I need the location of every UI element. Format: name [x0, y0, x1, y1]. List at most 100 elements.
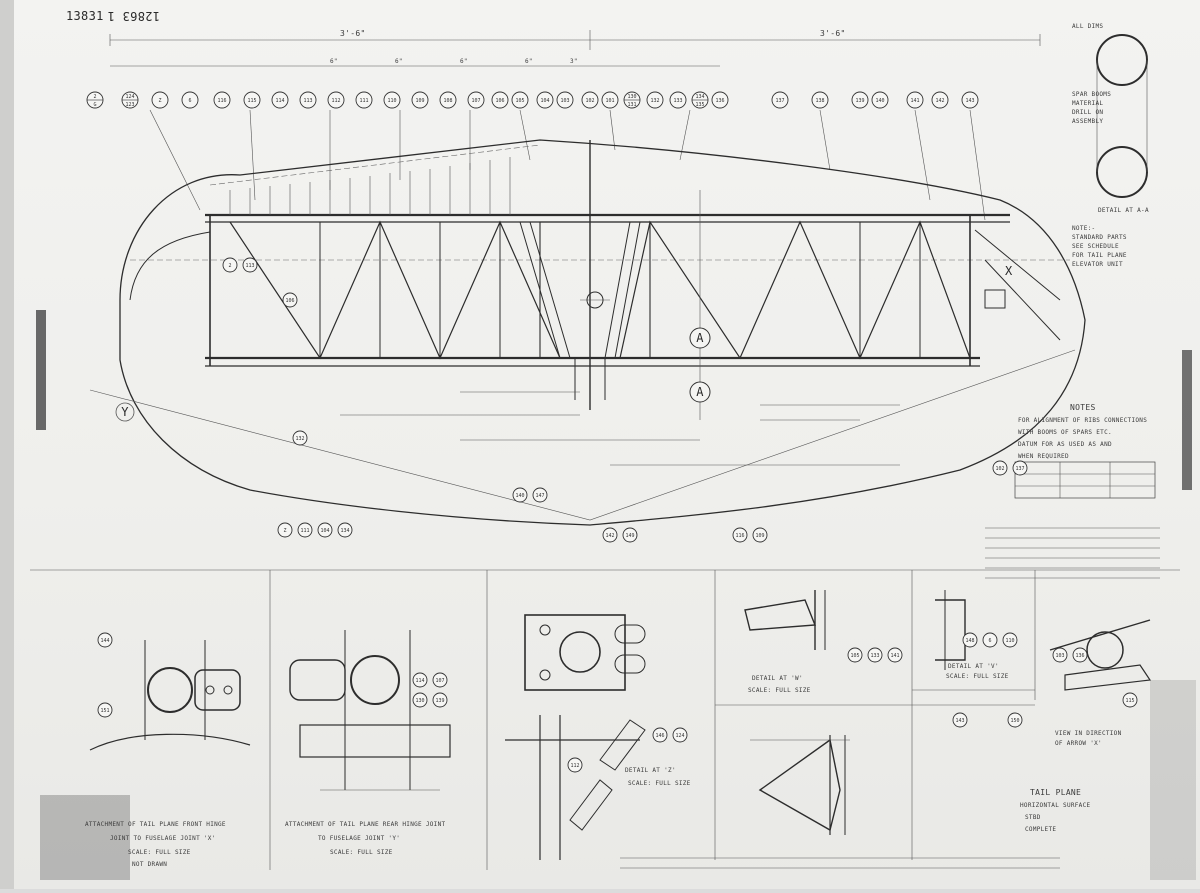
svg-text:ALL DIMS: ALL DIMS: [1072, 23, 1103, 30]
part-balloon: 105: [511, 91, 529, 109]
view-x-caption-2: OF ARROW 'X': [1055, 740, 1102, 747]
svg-text:SEE SCHEDULE: SEE SCHEDULE: [1072, 243, 1119, 250]
part-balloon-label: 112: [331, 98, 340, 104]
detail-balloon-label: 105: [850, 653, 859, 659]
part-balloon: 136: [711, 91, 729, 109]
detail-balloon-label: 116: [735, 533, 744, 539]
detail-balloon-label: 132: [295, 436, 304, 442]
detail-balloon-label: 134: [340, 528, 349, 534]
part-balloon-label: 114: [275, 98, 284, 104]
part-balloon-label: 139: [855, 98, 864, 104]
part-balloon: 101: [601, 91, 619, 109]
detail-balloon: 143: [952, 712, 968, 728]
part-balloon: 108: [439, 91, 457, 109]
front-hinge-caption-1: ATTACHMENT OF TAIL PLANE FRONT HINGE: [85, 821, 226, 828]
dimension-right: 3'-6": [820, 29, 846, 38]
detail-balloon-label: Z: [283, 528, 286, 534]
part-balloon: 143: [961, 91, 979, 109]
part-balloon-label: 111: [359, 98, 368, 104]
part-balloon-label: 106: [495, 98, 504, 104]
detail-balloon: 116: [732, 527, 748, 543]
view-x-caption-1: VIEW IN DIRECTION: [1055, 730, 1122, 737]
section-a-top: A: [696, 331, 704, 345]
detail-balloon-label: 107: [435, 678, 444, 684]
part-balloon-label: 134: [695, 94, 704, 100]
detail-w-drawing: DETAIL AT 'W' SCALE: FULL SIZE: [744, 590, 826, 694]
part-balloon: 113: [299, 91, 317, 109]
part-balloon: 132: [646, 91, 664, 109]
part-balloon-label: 138: [815, 98, 824, 104]
overall-dimension-line: 3'-6" 3'-6": [109, 29, 1041, 50]
part-balloon: 2G: [86, 91, 104, 109]
notes-heading: NOTES: [1070, 403, 1096, 412]
detail-balloon-label: 147: [535, 493, 544, 499]
detail-balloon-label: 130: [415, 698, 424, 704]
binding-mark-left: [36, 310, 46, 430]
rear-hinge-caption-3: SCALE: FULL SIZE: [330, 849, 393, 856]
detail-balloon: 139: [432, 692, 448, 708]
svg-text:FOR TAIL PLANE: FOR TAIL PLANE: [1072, 252, 1127, 259]
part-balloon-label: 113: [303, 98, 312, 104]
title-line-3: STBD: [1025, 814, 1041, 821]
part-balloon-label: 109: [415, 98, 424, 104]
detail-balloon-label: 124: [675, 733, 684, 739]
notes-line-4: WHEN REQUIRED: [1018, 453, 1069, 460]
part-balloon: 110: [383, 91, 401, 109]
front-hinge-caption-2: JOINT TO FUSELAGE JOINT 'X': [110, 835, 216, 842]
detail-balloon: 109: [752, 527, 768, 543]
part-balloon-label: 115: [247, 98, 256, 104]
detail-balloon-label: 141: [890, 653, 899, 659]
detail-balloon: 124: [672, 727, 688, 743]
part-balloon-label: 130: [627, 94, 636, 100]
detail-v-caption-2: SCALE: FULL SIZE: [946, 673, 1009, 680]
detail-z-caption-2: SCALE: FULL SIZE: [628, 780, 691, 787]
detail-balloon: 112: [567, 757, 583, 773]
detail-balloon: 144: [97, 632, 113, 648]
part-balloon-label: 131: [627, 102, 636, 108]
detail-z-drawing: DETAIL AT 'Z' SCALE: FULL SIZE: [505, 614, 691, 860]
detail-balloon: 137: [1012, 460, 1028, 476]
svg-text:STANDARD PARTS: STANDARD PARTS: [1072, 234, 1127, 241]
detail-balloon: 130: [412, 692, 428, 708]
part-balloon-label: 101: [605, 98, 614, 104]
part-balloon-label: 142: [935, 98, 944, 104]
part-balloon: 133: [669, 91, 687, 109]
detail-balloon: 149: [622, 527, 638, 543]
detail-balloon: 111: [297, 522, 313, 538]
notes-line-2: WITH BOOMS OF SPARS ETC.: [1018, 429, 1112, 436]
part-balloon-label: 103: [560, 98, 569, 104]
part-balloon: 109: [411, 91, 429, 109]
detail-v-caption-1: DETAIL AT 'V': [948, 663, 999, 670]
part-balloon-label: 136: [715, 98, 724, 104]
spar-frame: [89, 140, 1076, 521]
part-balloon: 107: [467, 91, 485, 109]
detail-marker-y: Y: [115, 402, 135, 422]
detail-balloon-label: 142: [605, 533, 614, 539]
detail-balloon: 148: [962, 632, 978, 648]
detail-w-caption-1: DETAIL AT 'W': [752, 675, 803, 682]
sheet-number: 13831: [66, 9, 104, 23]
part-balloon: 142: [931, 91, 949, 109]
detail-balloon-label: 110: [1005, 638, 1014, 644]
part-balloon: 137: [771, 91, 789, 109]
part-balloon: 115: [243, 91, 261, 109]
dimension-rib-3: 6": [460, 58, 468, 65]
detail-balloon: 132: [292, 430, 308, 446]
title-block: TAIL PLANE HORIZONTAL SURFACE STBD COMPL…: [620, 788, 1090, 869]
part-balloon: 140: [871, 91, 889, 109]
part-balloon: 103: [556, 91, 574, 109]
view-x-drawing: VIEW IN DIRECTION OF ARROW 'X': [1049, 619, 1152, 747]
detail-balloon: 114: [412, 672, 428, 688]
rear-hinge-caption-2: TO FUSELAGE JOINT 'Y': [318, 835, 400, 842]
svg-text:ELEVATOR UNIT: ELEVATOR UNIT: [1072, 261, 1123, 268]
part-balloon-label: G: [93, 102, 96, 108]
detail-balloon-label: 113: [245, 263, 254, 269]
detail-balloon-label: 137: [1015, 466, 1024, 472]
detail-balloon-label: 136: [1075, 653, 1084, 659]
detail-x-label: X: [1005, 264, 1013, 278]
